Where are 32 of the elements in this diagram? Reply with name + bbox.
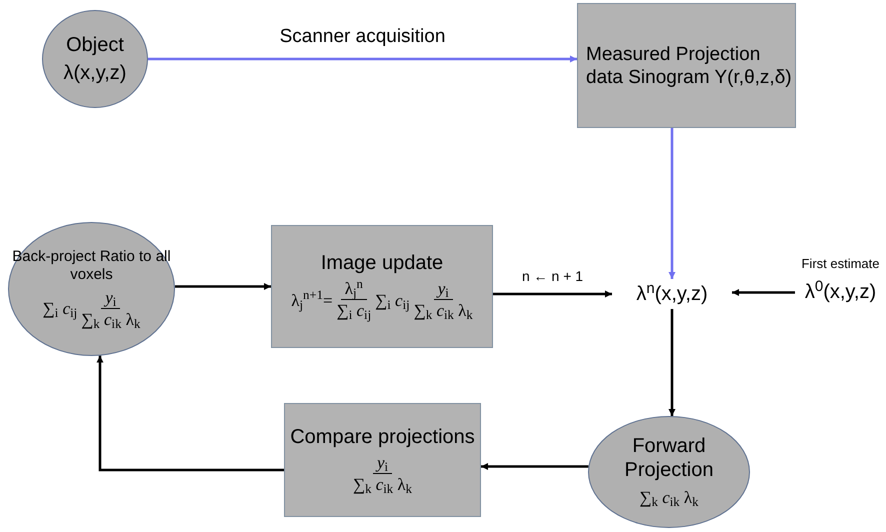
formula-numerator: y$_{i}$ <box>101 288 120 308</box>
formula-denominator: ∑$_{i}$ c$_{ij}$ <box>336 300 372 322</box>
node-label: Forward Projection <box>624 434 714 482</box>
measured-data-box <box>577 3 796 128</box>
formula-text: ∑$_{i}$ c$_{ij}$ <box>375 290 410 312</box>
arrow <box>174 283 271 290</box>
arrow <box>668 309 676 416</box>
node-label: Object <box>66 33 124 57</box>
arrow <box>481 463 588 470</box>
arrow <box>668 128 676 279</box>
node-label: Image update <box>320 251 444 275</box>
node-label: λ(x,y,z) <box>64 61 126 85</box>
note-text: First estimate <box>801 255 880 273</box>
arrow <box>493 290 612 298</box>
node-label: Compare projections <box>290 424 475 448</box>
formula-numerator: y$_{i}$ <box>372 452 392 474</box>
formula-text: λ$_{j}$$^{n+1}$= <box>291 288 333 312</box>
node-label: λ$^{0}$(x,y,z) <box>804 280 876 304</box>
formula-numerator: y$_{i}$ <box>434 279 453 300</box>
arrow <box>148 56 577 62</box>
formula-text: ∑$_{i}$ c$_{ij}$ <box>42 300 78 318</box>
node-label: Measured Projection data Sinogram Y(r,θ,z,δ) <box>586 42 793 88</box>
node-label: λ$^{n}$(x,y,z) <box>636 282 708 306</box>
formula-denominator: ∑$_{k}$ c$_{ik}$ λ$_{k}$ <box>81 308 140 330</box>
formula-denominator: ∑$_{k}$ c$_{ik}$ λ$_{k}$ <box>414 300 473 322</box>
arrow <box>732 289 795 296</box>
image-update-box <box>271 225 493 348</box>
compare-box <box>284 403 481 517</box>
node-label: Back-project Ratio to all voxels <box>11 248 172 284</box>
arrow <box>96 356 284 472</box>
formula-denominator: ∑$_{k}$ c$_{ik}$ λ$_{k}$ <box>352 474 412 496</box>
formula-text: ∑$_{k}$ c$_{ik}$ λ$_{k}$ <box>639 487 699 510</box>
